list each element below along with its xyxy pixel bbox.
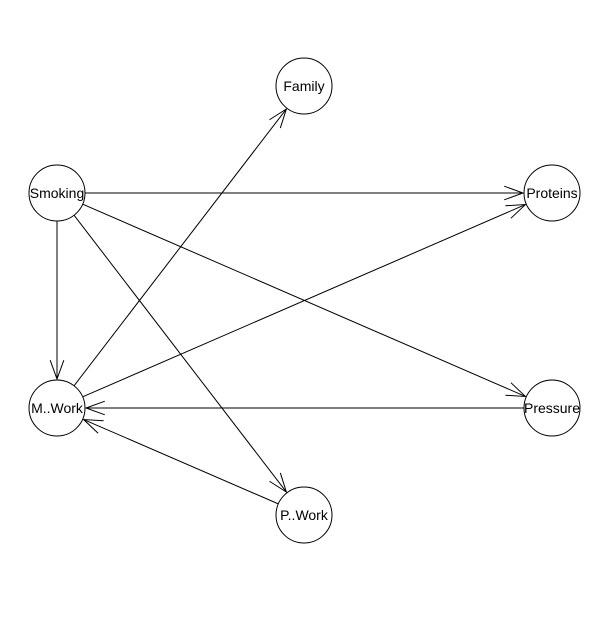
node-circle: [28, 164, 86, 222]
arrowhead: [505, 382, 527, 398]
node-circle: [523, 164, 581, 222]
node-circle: [28, 379, 86, 437]
arrowhead: [84, 400, 105, 416]
node-circle: [275, 486, 333, 544]
arrowhead: [269, 107, 288, 129]
edge-smoking-to-p_work: [73, 214, 288, 494]
edge-p_work-to-m_work: [82, 418, 279, 505]
arrowhead: [82, 418, 104, 434]
edge-smoking-to-proteins: [85, 185, 525, 201]
edge-pressure-to-m_work: [84, 400, 524, 416]
node-label: Proteins: [526, 185, 577, 201]
node-p-work: P..Work: [275, 486, 333, 544]
edges-layer: [49, 107, 527, 505]
node-proteins: Proteins: [523, 164, 581, 222]
node-pressure: Pressure: [523, 379, 581, 437]
arrowhead: [505, 203, 527, 219]
node-circle: [523, 379, 581, 437]
node-m-work: M..Work: [28, 379, 86, 437]
arrowhead: [269, 472, 288, 494]
edge-m_work-to-family: [73, 107, 288, 387]
node-label: M..Work: [31, 400, 84, 416]
node-circle: [275, 57, 333, 115]
node-label: P..Work: [280, 507, 329, 523]
edge-m_work-to-proteins: [82, 203, 527, 398]
node-smoking: Smoking: [28, 164, 86, 222]
node-family: Family: [275, 57, 333, 115]
arrowhead: [504, 185, 525, 201]
node-label: Smoking: [30, 185, 84, 201]
arrowhead: [49, 360, 65, 381]
edge-smoking-to-m_work: [49, 221, 65, 381]
node-label: Family: [283, 78, 324, 94]
node-label: Pressure: [524, 400, 580, 416]
